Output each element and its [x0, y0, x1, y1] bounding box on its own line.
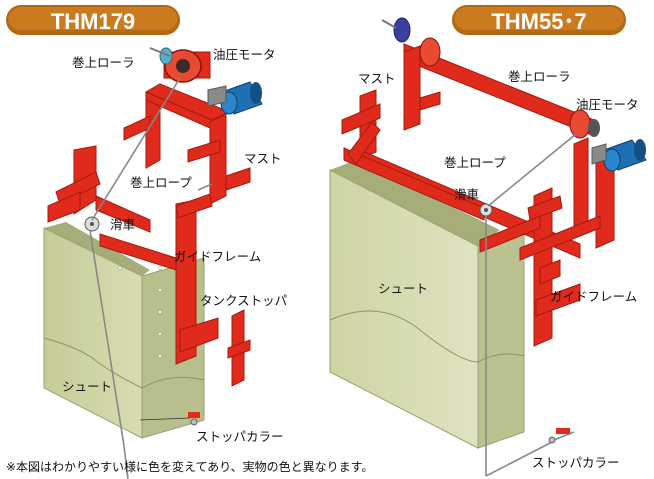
left-hydraulic-motor [207, 81, 263, 115]
left-winding-roller [149, 47, 211, 83]
right-label-chute: シュート [378, 281, 429, 296]
left-pulley [84, 216, 100, 232]
left-model-badge: THM179 [6, 5, 180, 35]
right-label-guide-frame: ガイドフレーム [550, 289, 638, 304]
left-label-mast: マスト [244, 151, 282, 166]
right-stopper-collar [548, 428, 570, 444]
right-model-badge: THM55･7 [452, 5, 626, 35]
right-chute [329, 160, 525, 449]
right-label-mast: マスト [358, 71, 396, 86]
right-label-pulley: 滑車 [454, 187, 480, 202]
thm179-assembly [43, 47, 263, 479]
left-leader-lines [139, 417, 191, 421]
left-stopper-collar [188, 412, 200, 426]
right-label-stopper-collar: ストッパカラー [532, 455, 620, 470]
right-frame [341, 43, 615, 347]
left-frame [47, 83, 251, 365]
right-winding-roller [381, 17, 600, 139]
left-label-guide-frame: ガイドフレーム [174, 249, 262, 264]
left-label-pulley: 滑車 [110, 217, 136, 232]
right-pulley [479, 203, 493, 217]
left-label-rope: 巻上ロープ [130, 175, 192, 190]
left-label-chute: シュート [62, 379, 113, 394]
right-label-roller: 巻上ローラ [508, 69, 571, 84]
left-label-roller: 巻上ローラ [72, 55, 135, 70]
left-label-stopper-collar: ストッパカラー [196, 429, 284, 444]
left-rope [89, 77, 213, 479]
thm55-assembly [329, 17, 647, 477]
right-rope [485, 133, 577, 477]
right-label-rope: 巻上ロープ [444, 155, 506, 170]
left-label-motor: 油圧モータ [213, 47, 276, 62]
left-tank-stopper [227, 309, 251, 387]
footnote: ※本図はわかりやすい様に色を変えてあり、実物の色と異なります。 [6, 460, 374, 474]
right-hydraulic-motor [591, 139, 647, 172]
left-label-tank-stopper: タンクストッパ [200, 293, 288, 308]
right-label-motor: 油圧モータ [576, 97, 639, 112]
